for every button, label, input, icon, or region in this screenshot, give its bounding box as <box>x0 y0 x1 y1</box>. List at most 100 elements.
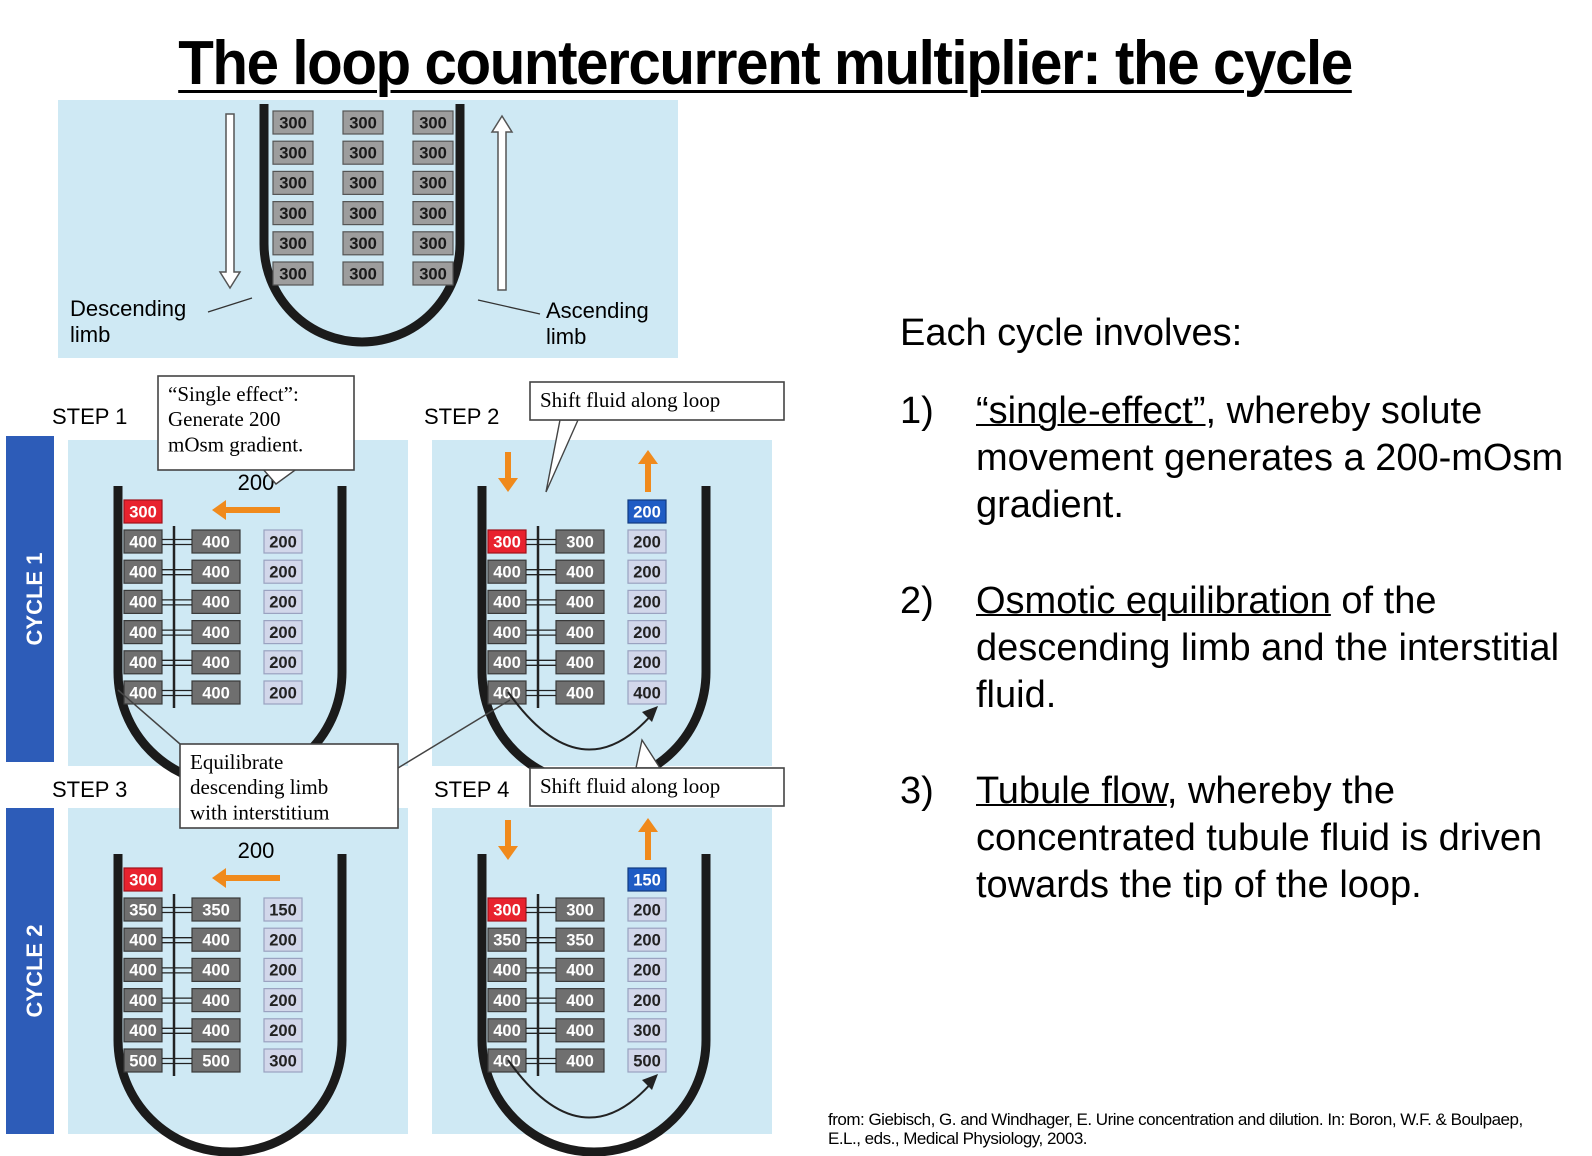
step-3-ascending-cell-value: 200 <box>269 961 297 980</box>
step-4-descending-cell-value: 400 <box>493 961 521 980</box>
step-4-interstitium-cell-box <box>555 987 605 1013</box>
cycle-2-bar <box>6 808 54 1134</box>
step-3-ascending-cell-value: 300 <box>269 1051 297 1070</box>
step-3-interstitium-cell-box <box>191 927 241 952</box>
shift-fluid-callout-step-2-text: Shift fluid along loop <box>540 388 720 412</box>
step-2-interstitium-cell-value: 400 <box>566 653 594 672</box>
step-4-flow-curve-head <box>642 1074 658 1090</box>
step-4-ascending-cell-value: 500 <box>633 1051 661 1070</box>
equilibrate-callout-leader-right <box>397 699 511 769</box>
step-4-interstitium-cell-box <box>555 1048 605 1073</box>
step-1-interstitium-cell-value: 400 <box>202 593 230 612</box>
step-4-descending-cell-box <box>487 987 527 1013</box>
step-2-interstitium-cell-box <box>555 619 605 645</box>
top-descending-cell-value: 300 <box>279 174 307 193</box>
step-2-descending-cell-box <box>487 559 527 584</box>
step-2-ascending-cell-box <box>627 589 667 615</box>
top-descending-cell-value: 300 <box>279 204 307 223</box>
top-ascending-cell-box <box>412 140 454 165</box>
top-ascending-cell-box <box>412 261 454 286</box>
step-3-interstitium-cell-box <box>191 1048 241 1073</box>
step-3-descending-cell-box <box>123 897 163 922</box>
step-3-descending-cell-box <box>123 1048 163 1073</box>
top-ascending-cell-box <box>412 231 454 256</box>
top-descending-cell-box <box>272 110 314 135</box>
step-3-ascending-cell-box <box>263 1018 303 1043</box>
equilibrate-callout-leader-left <box>117 689 181 745</box>
step-3-descending-cell-value: 400 <box>129 1021 157 1040</box>
step-4-ascending-cell-box <box>627 897 667 922</box>
step-1-top-descending-cell-value: 300 <box>129 502 157 521</box>
step-3-top-descending-cell-value: 300 <box>129 870 157 889</box>
step-2-descending-cell-box <box>487 619 527 645</box>
step-1-descending-cell-value: 400 <box>129 683 157 702</box>
step-2-interstitium-cell-value: 400 <box>566 593 594 612</box>
cycle-1-label: CYCLE 1 <box>22 553 47 646</box>
step-1-descending-cell-value: 400 <box>129 562 157 581</box>
list-text: , whereby the concentrated tubule fluid … <box>976 770 1543 906</box>
step-1-ascending-cell-value: 200 <box>269 562 297 581</box>
step-4-flow-curve <box>507 1059 655 1119</box>
step-2-descending-cell-box <box>487 589 527 615</box>
step-3-ascending-cell-value: 200 <box>269 991 297 1010</box>
step-2-top-ascending-cell-value: 200 <box>633 502 661 521</box>
step-4-ascending-cell-box <box>627 987 667 1013</box>
step-2-descending-cell-value: 400 <box>493 653 521 672</box>
step-2-ascending-cell-box <box>627 529 667 554</box>
step-1-interstitium-cell-value: 400 <box>202 562 230 581</box>
list-term: Osmotic equilibration <box>976 580 1331 622</box>
step-2-interstitium-cell-box <box>555 650 605 675</box>
top-ascending-cell-value: 300 <box>419 174 447 193</box>
equilibrate-callout-box <box>179 743 399 829</box>
step-2-descending-cell-value: 400 <box>493 562 521 581</box>
step-3-interstitium-cell-box <box>191 987 241 1013</box>
list-term: Tubule flow <box>976 770 1167 812</box>
step-3-descending-cell-box <box>123 927 163 952</box>
top-ascending-cell-value: 300 <box>419 204 447 223</box>
shift-fluid-callout-step-4-box <box>529 767 785 807</box>
step-1-ascending-cell-box <box>263 680 303 705</box>
step-2-interstitium-cell-value: 400 <box>566 562 594 581</box>
step-2-interstitium-cell-box <box>555 589 605 615</box>
top-interstitium-cell-value: 300 <box>349 234 377 253</box>
step-1-interstitium-cell-box <box>191 650 241 675</box>
list-term: “single-effect” <box>976 390 1206 432</box>
step-3-ascending-cell-value: 200 <box>269 1021 297 1040</box>
step-2-ascending-cell-value: 200 <box>633 562 661 581</box>
step-3-ascending-cell-box <box>263 897 303 922</box>
list-text: of the descending limb and the interstit… <box>976 580 1560 716</box>
top-ascending-cell-value: 300 <box>419 264 447 283</box>
step-4-descending-flow-arrow-head <box>498 846 518 860</box>
step-1-descending-cell-box <box>123 589 163 615</box>
step-2-ascending-flow-arrow-head <box>638 450 658 464</box>
step-2-interstitium-cell-value: 400 <box>566 683 594 702</box>
step-4-interstitium-cell-box <box>555 1018 605 1043</box>
step-2-ascending-cell-box <box>627 650 667 675</box>
step-1-gradient-arrow-head <box>212 500 226 520</box>
descending-flow-arrow <box>218 113 242 290</box>
top-interstitium-cell-box <box>342 231 384 256</box>
step-3-descending-cell-value: 400 <box>129 930 157 949</box>
step-4-ascending-cell-box <box>627 1018 667 1043</box>
step-2-interstitium-cell-box <box>555 559 605 584</box>
step-3-interstitium-cell-box <box>191 1018 241 1043</box>
citation: from: Giebisch, G. and Windhager, E. Uri… <box>828 1110 1523 1148</box>
top-descending-cell-value: 300 <box>279 264 307 283</box>
top-descending-cell-value: 300 <box>279 143 307 162</box>
step-2-ascending-cell-box <box>627 559 667 584</box>
shift-fluid-callout-step-2-box <box>529 381 785 421</box>
step-1-ascending-cell-value: 200 <box>269 683 297 702</box>
step-1-interstitium-cell-box <box>191 559 241 584</box>
top-interstitium-cell-box <box>342 110 384 135</box>
step-1-descending-cell-value: 400 <box>129 532 157 551</box>
step-1-interstitium-cell-value: 400 <box>202 653 230 672</box>
step-4-interstitium-cell-box <box>555 927 605 952</box>
step-4-ascending-cell-value: 300 <box>633 1021 661 1040</box>
step-4-interstitium-cell-value: 400 <box>566 1051 594 1070</box>
step-3-top-descending-cell-box <box>123 867 163 892</box>
step-1-ascending-cell-box <box>263 650 303 675</box>
ascending-flow-arrow <box>490 114 514 291</box>
